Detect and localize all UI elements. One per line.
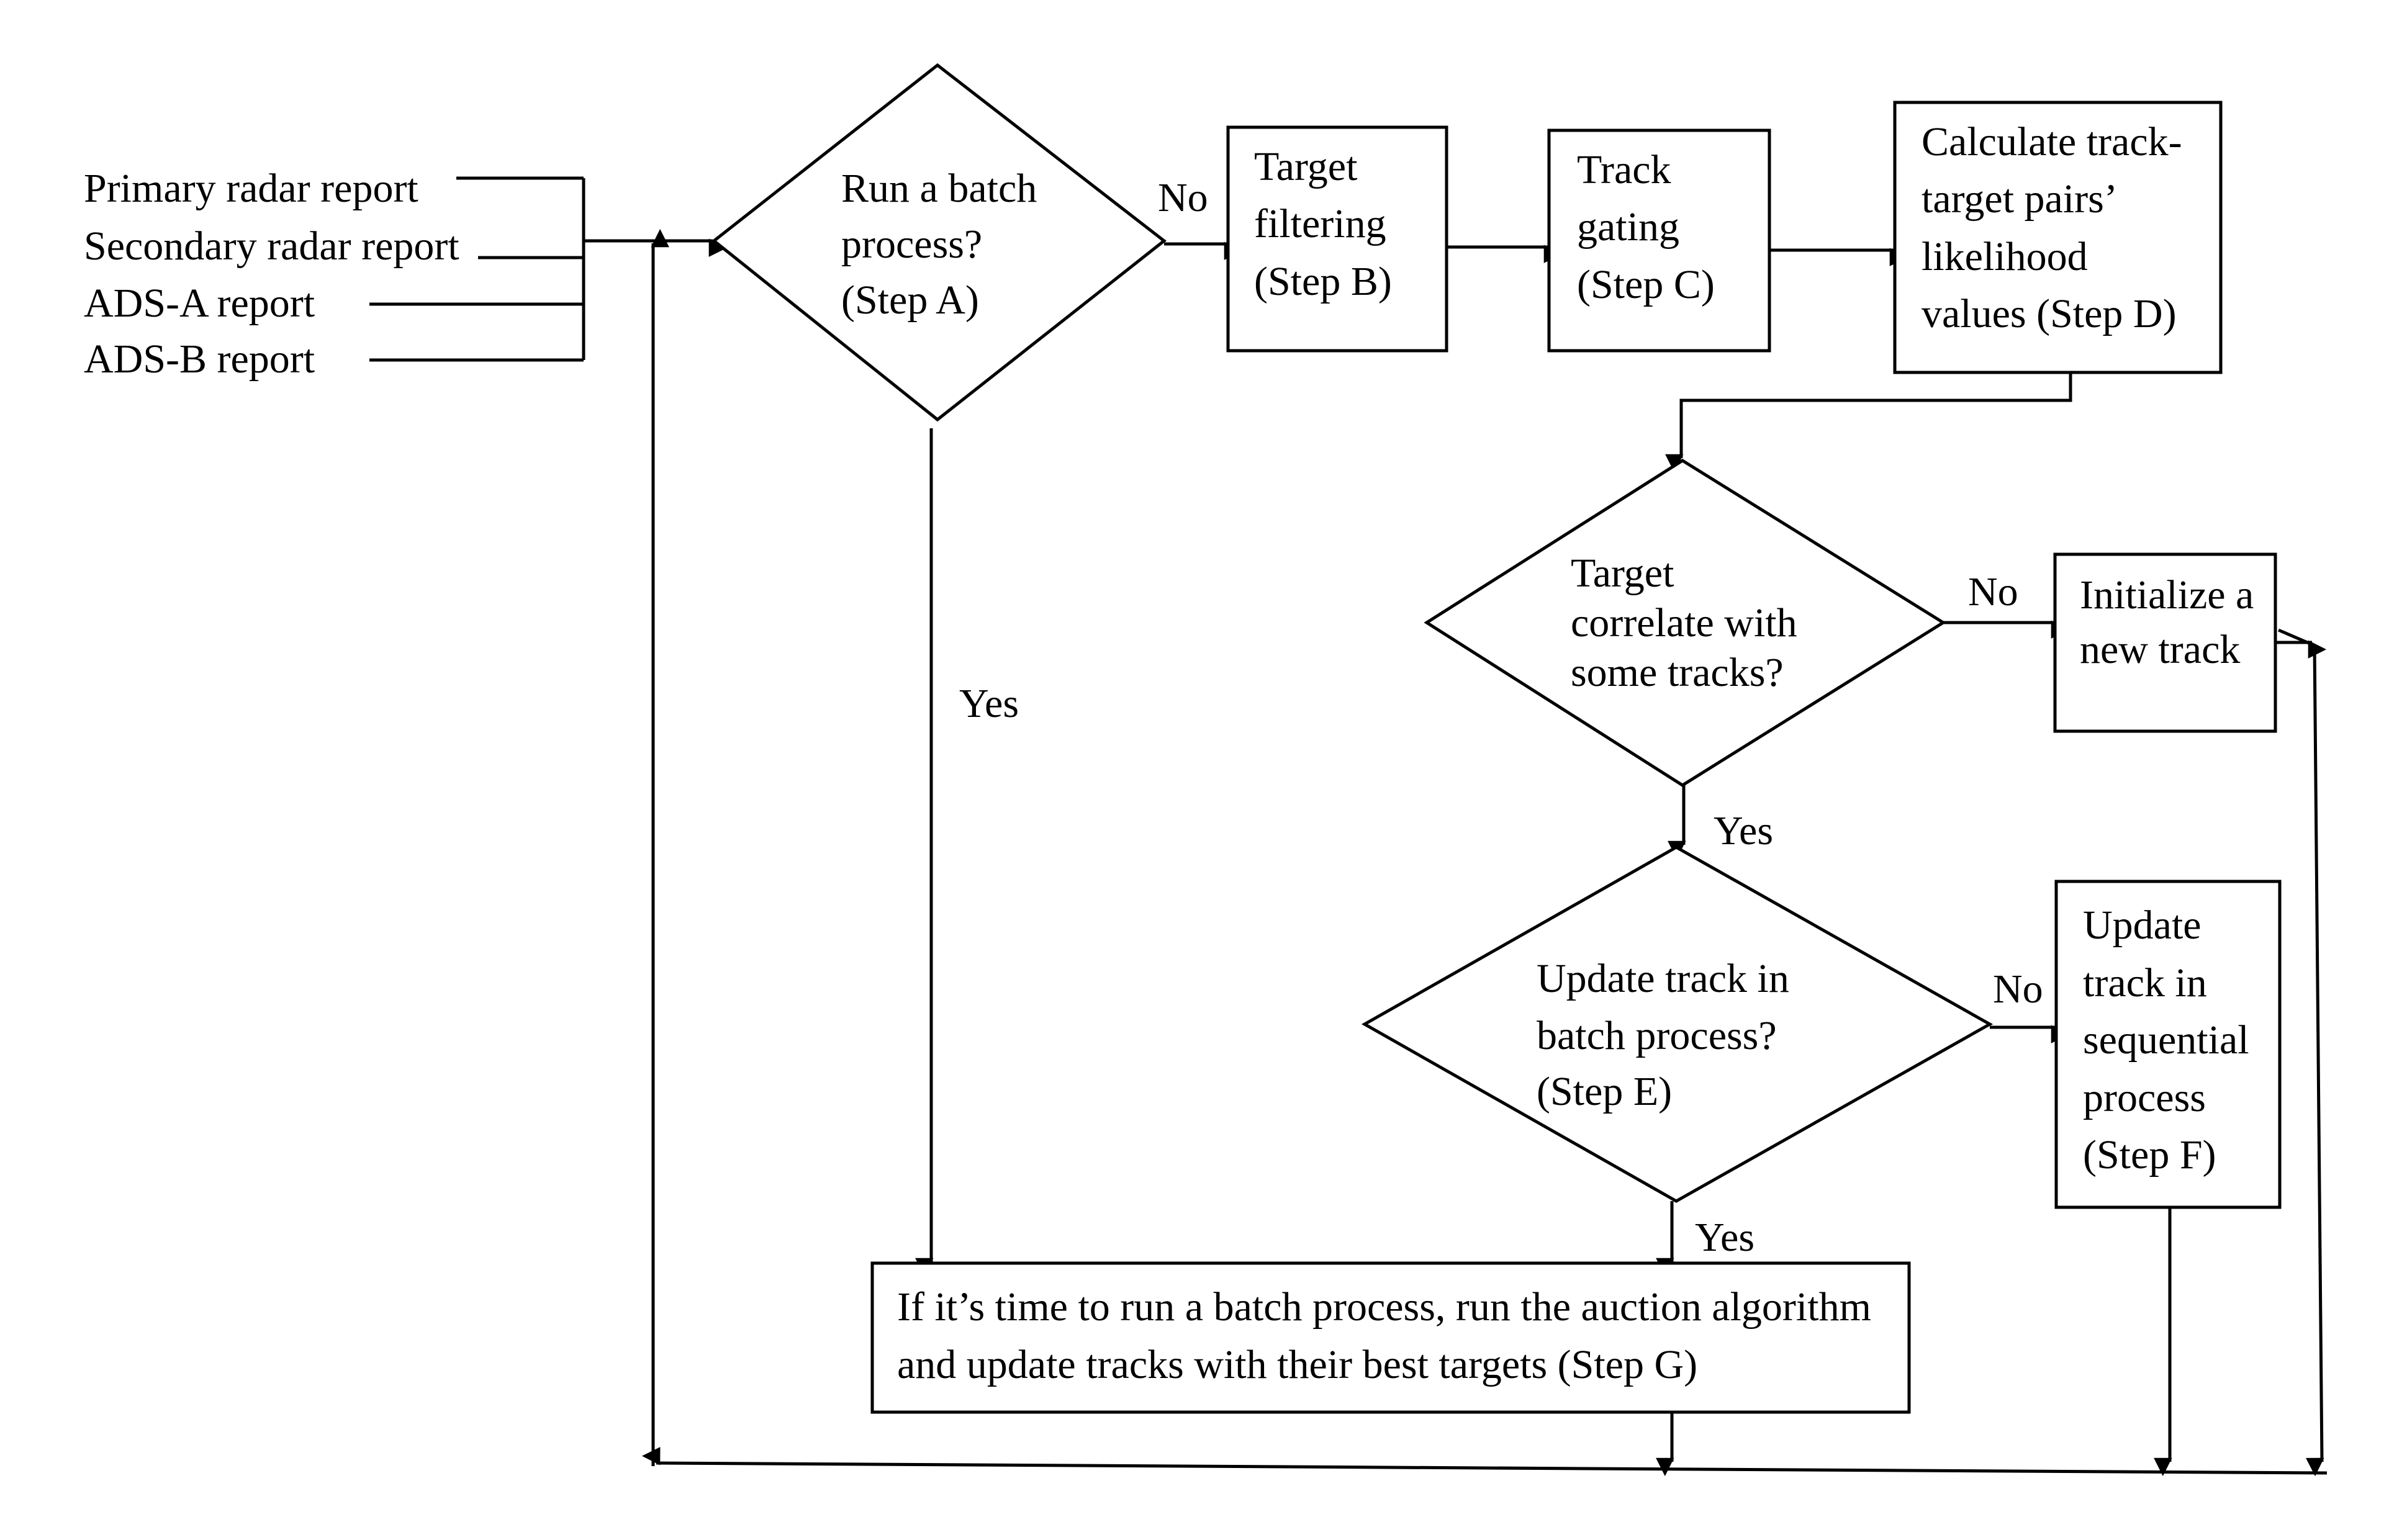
step-c-line: Track — [1577, 147, 1671, 192]
step-d-line: target pairs’ — [1922, 176, 2118, 222]
step-d-line: Calculate track- — [1922, 119, 2182, 164]
step-c-box — [1547, 128, 1771, 353]
step-b-line: filtering — [1254, 201, 1386, 246]
step-a-line: (Step A) — [841, 277, 979, 323]
label-a-yes: Yes — [959, 681, 1019, 726]
correlate-line: Target — [1571, 551, 1674, 596]
edge-right-loop — [2278, 628, 2324, 1477]
label-correlate-yes: Yes — [1714, 808, 1773, 853]
step-g-line: and update tracks with their best target… — [897, 1342, 1697, 1387]
edge-bottom-return — [641, 1447, 2328, 1475]
step-f-line: track in — [2083, 960, 2207, 1006]
step-b-text: Target filtering (Step B) — [1254, 144, 1392, 304]
step-g-box — [870, 1261, 1911, 1414]
input-label-primary: Primary radar report — [84, 166, 418, 211]
step-e-line: (Step E) — [1537, 1069, 1672, 1114]
step-f-line: (Step F) — [2083, 1132, 2216, 1178]
label-e-no: No — [1993, 966, 2043, 1012]
init-track-text: Initialize a new track — [2080, 572, 2254, 672]
input-label-ads-a: ADS-A report — [84, 281, 315, 326]
step-f-line: process — [2083, 1075, 2206, 1120]
step-f-box — [2054, 880, 2282, 1209]
step-d-box — [1893, 101, 2223, 374]
init-track-line: new track — [2080, 627, 2240, 672]
step-c-text: Track gating (Step C) — [1577, 147, 1715, 307]
step-b-line: Target — [1254, 144, 1357, 189]
step-d-line: likelihood — [1922, 234, 2088, 279]
step-g-text: If it’s time to run a batch process, run… — [897, 1284, 1871, 1387]
input-label-secondary: Secondary radar report — [84, 223, 459, 269]
correlate-line: some tracks? — [1571, 650, 1784, 695]
input-label-ads-b: ADS-B report — [84, 336, 315, 382]
step-e-decision — [1361, 845, 1994, 1203]
correlate-text: Target correlate with some tracks? — [1571, 551, 1797, 695]
label-correlate-no: No — [1968, 569, 2018, 615]
step-g-line: If it’s time to run a batch process, run… — [897, 1284, 1871, 1330]
label-e-yes: Yes — [1695, 1215, 1754, 1260]
init-track-line: Initialize a — [2080, 572, 2254, 618]
step-a-decision — [711, 63, 1167, 422]
input-bracket — [369, 176, 585, 362]
step-a-text: Run a batch process? (Step A) — [841, 166, 1037, 323]
step-d-text: Calculate track- target pairs’ likelihoo… — [1922, 119, 2182, 336]
step-d-line: values (Step D) — [1922, 291, 2177, 336]
step-a-line: Run a batch — [841, 166, 1037, 211]
edge-labels: No Yes No Yes No Yes — [959, 175, 2043, 1260]
step-e-line: batch process? — [1537, 1013, 1777, 1058]
step-f-line: Update — [2083, 903, 2202, 948]
label-a-no: No — [1158, 175, 1208, 220]
step-b-box — [1226, 125, 1448, 353]
step-e-line: Update track in — [1537, 956, 1789, 1001]
step-b-line: (Step B) — [1254, 259, 1392, 304]
step-c-line: (Step C) — [1577, 262, 1715, 307]
step-f-line: sequential — [2083, 1017, 2249, 1063]
step-f-text: Update track in sequential process (Step… — [2083, 903, 2249, 1178]
step-c-line: gating — [1577, 204, 1679, 250]
input-labels: Primary radar report Secondary radar rep… — [84, 166, 459, 382]
correlate-line: correlate with — [1571, 600, 1797, 646]
step-a-line: process? — [841, 222, 982, 267]
edge-d-to-correlate — [1665, 372, 2072, 473]
step-e-text: Update track in batch process? (Step E) — [1537, 956, 1789, 1114]
